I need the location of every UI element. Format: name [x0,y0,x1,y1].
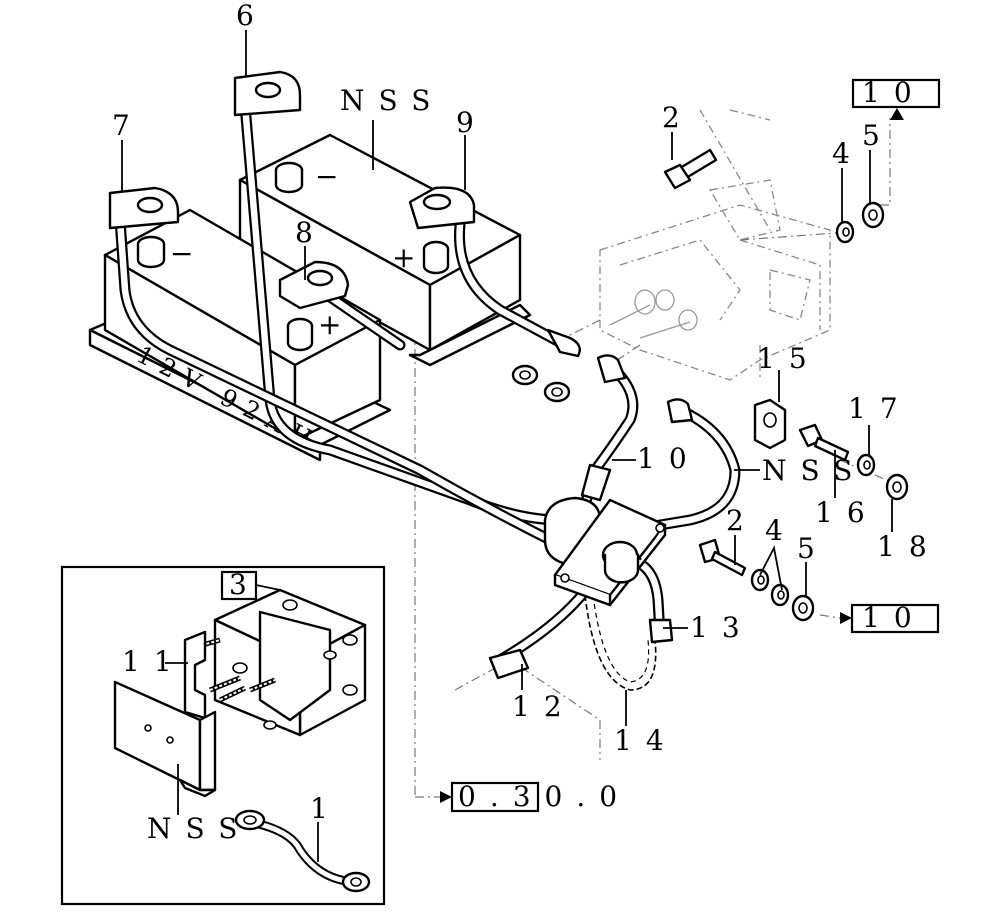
washer-4-top [835,220,855,244]
leader-dash-lower [454,659,601,760]
front-plus-sign: + [318,308,355,341]
inset-label-3-box [220,570,258,601]
front-negative-terminal [136,235,166,269]
callout-8: 8 [295,216,327,249]
callout-12: 12 [512,690,576,723]
reference-top-arrow [890,108,904,120]
cable-end-terminals [488,328,694,680]
cable-lug-6 [233,70,302,117]
cable-lug-9 [408,186,476,230]
bolt-2-mid [698,538,747,577]
callout-6: 6 [236,0,268,32]
callout-5-top: 5 [862,119,894,152]
callout-10: 10 [637,442,701,475]
reference-bottom-text: 0.30.0 [458,780,631,813]
terminal-nut-b [543,381,571,403]
callout-15: 15 [757,342,821,375]
rear-plus-sign: + [392,241,429,274]
reference-box-right[interactable]: 10 [840,601,940,634]
callout-nss-top: NSS [340,84,444,117]
reference-right-arrow [840,612,852,624]
nut-5-top [861,201,885,229]
phantom-studs [609,289,698,339]
callout-7: 7 [112,109,144,142]
inset-plate [113,680,217,798]
callout-4-mid: 4 [765,514,797,547]
reference-top-text: 10 [862,76,926,109]
leader-dash-stud1 [559,319,601,341]
callout-13: 13 [690,611,754,644]
terminal-nut-a [511,364,539,386]
rear-minus-sign: − [315,160,352,193]
leader-lines [121,30,893,726]
leader-dash-stud2 [609,344,641,366]
clip-15 [753,398,787,450]
callout-2-mid: 2 [726,504,758,537]
callout-14: 14 [614,724,678,757]
callout-nss-inset: NSS [147,812,251,845]
nut-5-mid [791,594,815,622]
reference-right-text: 10 [862,601,926,634]
washer-17 [856,453,876,477]
rear-negative-terminal [274,161,304,194]
callout-18: 18 [877,530,941,563]
washer-4-mid-a [750,568,770,592]
callout-nss-mid: NSS [762,454,866,487]
nut-18 [885,473,909,501]
bolt-16 [798,423,850,462]
callout-5-mid: 5 [797,532,829,565]
cable-lug-8 [278,260,350,310]
reference-box-bottom[interactable]: 0.30.0 [440,780,631,813]
callout-16: 16 [815,496,879,529]
inset-detail: 3 11 NSS 1 [60,565,386,906]
battery-front: − + 12V-92AH [88,208,392,462]
inset-link-1 [234,809,371,893]
callout-1: 1 [310,792,342,825]
bolt-2-top [663,148,718,190]
leader-dash-top-ref [880,118,891,206]
front-positive-terminal [286,317,314,352]
battery-junction-switch [543,496,667,607]
leader-dash-washer [739,231,851,241]
inset-clip-11 [183,630,207,720]
callout-11: 11 [122,645,186,678]
cable-lug-7 [108,186,180,230]
callout-9: 9 [456,106,488,139]
leader-dash-right-ref [819,614,841,619]
callout-4-top: 4 [832,137,864,170]
callout-2-top: 2 [662,101,694,134]
rear-positive-terminal [422,240,450,275]
washer-4-mid-b [770,583,790,607]
phantom-mounting-bracket [599,109,831,381]
reference-box-top[interactable]: 10 [851,76,941,120]
front-minus-sign: − [170,237,207,270]
reference-bottom-arrow [440,791,452,803]
callout-3: 3 [229,568,261,601]
inset-bracket-3 [213,588,367,737]
callout-17: 17 [848,392,912,425]
